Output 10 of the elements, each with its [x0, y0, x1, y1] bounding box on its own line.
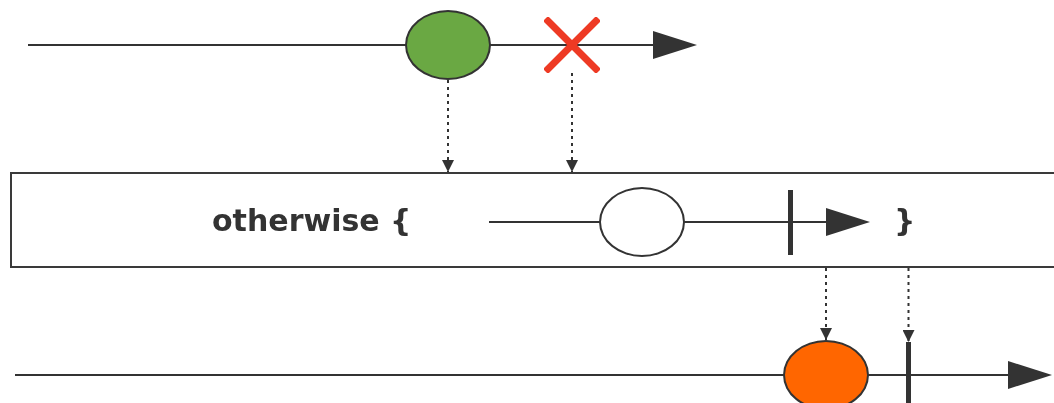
completion-bar [788, 190, 793, 255]
dashed-arrow [902, 267, 915, 343]
dashed-arrow [442, 79, 454, 173]
completion-bar [906, 342, 911, 403]
operator-label: } [894, 206, 916, 236]
error-cross-icon [544, 17, 600, 73]
operator-box [10, 172, 1054, 268]
dashed-arrow [820, 267, 832, 341]
operator-label: otherwise { [212, 206, 412, 236]
dashed-arrow [566, 72, 578, 173]
